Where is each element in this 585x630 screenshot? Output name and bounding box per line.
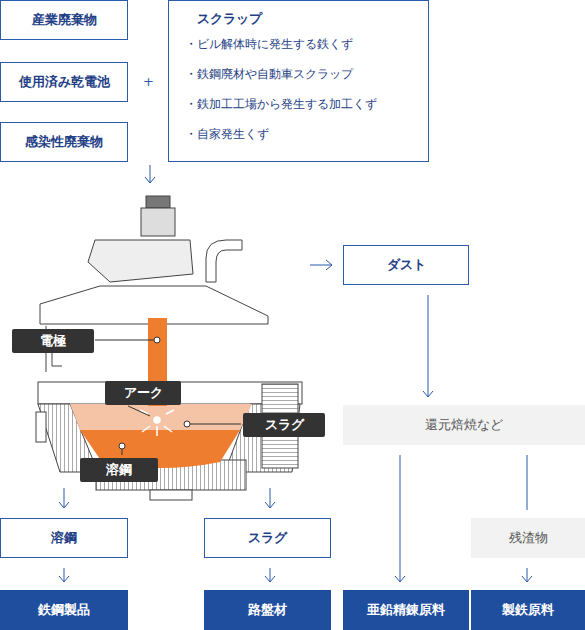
scrap-list-box: スクラップ・ビル解体時に発生する鉄くず・鉄鋼廃材や自動車スクラップ・鉄加工工場か…: [168, 0, 429, 162]
residue-box: 残渣物: [471, 518, 585, 558]
output-box: 鉄鋼製品: [0, 590, 128, 630]
flow-connector: [423, 295, 433, 397]
input-box: 感染性廃棄物: [0, 122, 128, 162]
node-text: ・ビル解体時に発生する鉄くず: [185, 29, 353, 59]
product-box: スラグ: [204, 518, 331, 558]
slag-layer: [70, 404, 252, 430]
node-text: ・自家発生くず: [185, 119, 269, 149]
node-text: 製鉄原料: [502, 601, 554, 619]
node-text: スラグ: [248, 529, 287, 547]
node-text: 溶鋼: [51, 529, 77, 547]
node-text: ダスト: [387, 256, 426, 274]
node-text: 亜鉛精錬原料: [367, 601, 445, 619]
node-text: 還元焙焼など: [425, 416, 503, 434]
output-box: 路盤材: [204, 590, 331, 630]
plus-sign: +: [143, 74, 154, 89]
node-text: 残渣物: [509, 529, 548, 547]
node-text: 使用済み乾電池: [19, 73, 110, 91]
node-text: ・鉄加工工場から発生する加工くず: [185, 89, 377, 119]
flow-connector: [522, 568, 532, 582]
input-box: 使用済み乾電池: [0, 62, 128, 102]
output-box: 製鉄原料: [471, 590, 585, 630]
output-box: 亜鉛精錬原料: [343, 590, 469, 630]
node-text: ・鉄鋼廃材や自動車スクラップ: [185, 59, 353, 89]
callout-label: 溶鋼: [80, 458, 158, 482]
node-text: 感染性廃棄物: [25, 133, 103, 151]
input-box: 産業廃棄物: [0, 0, 128, 40]
flow-connector: [395, 455, 405, 582]
process-band: 還元焙焼など: [343, 405, 585, 445]
flow-arrows: [59, 165, 332, 508]
node-text: スクラップ: [197, 11, 262, 27]
leader-lines: [95, 337, 241, 455]
flow-connector: [527, 455, 528, 510]
node-text: 鉄鋼製品: [38, 601, 90, 619]
callout-label: スラグ: [243, 413, 325, 437]
flow-connector: [265, 568, 275, 582]
process-box: ダスト: [343, 245, 469, 285]
flow-connector: [59, 568, 69, 582]
node-text: 路盤材: [248, 601, 287, 619]
callout-label: 電極: [12, 329, 94, 353]
node-text: 産業廃棄物: [32, 11, 97, 29]
product-box: 溶鋼: [0, 518, 128, 558]
callout-label: アーク: [105, 381, 181, 405]
